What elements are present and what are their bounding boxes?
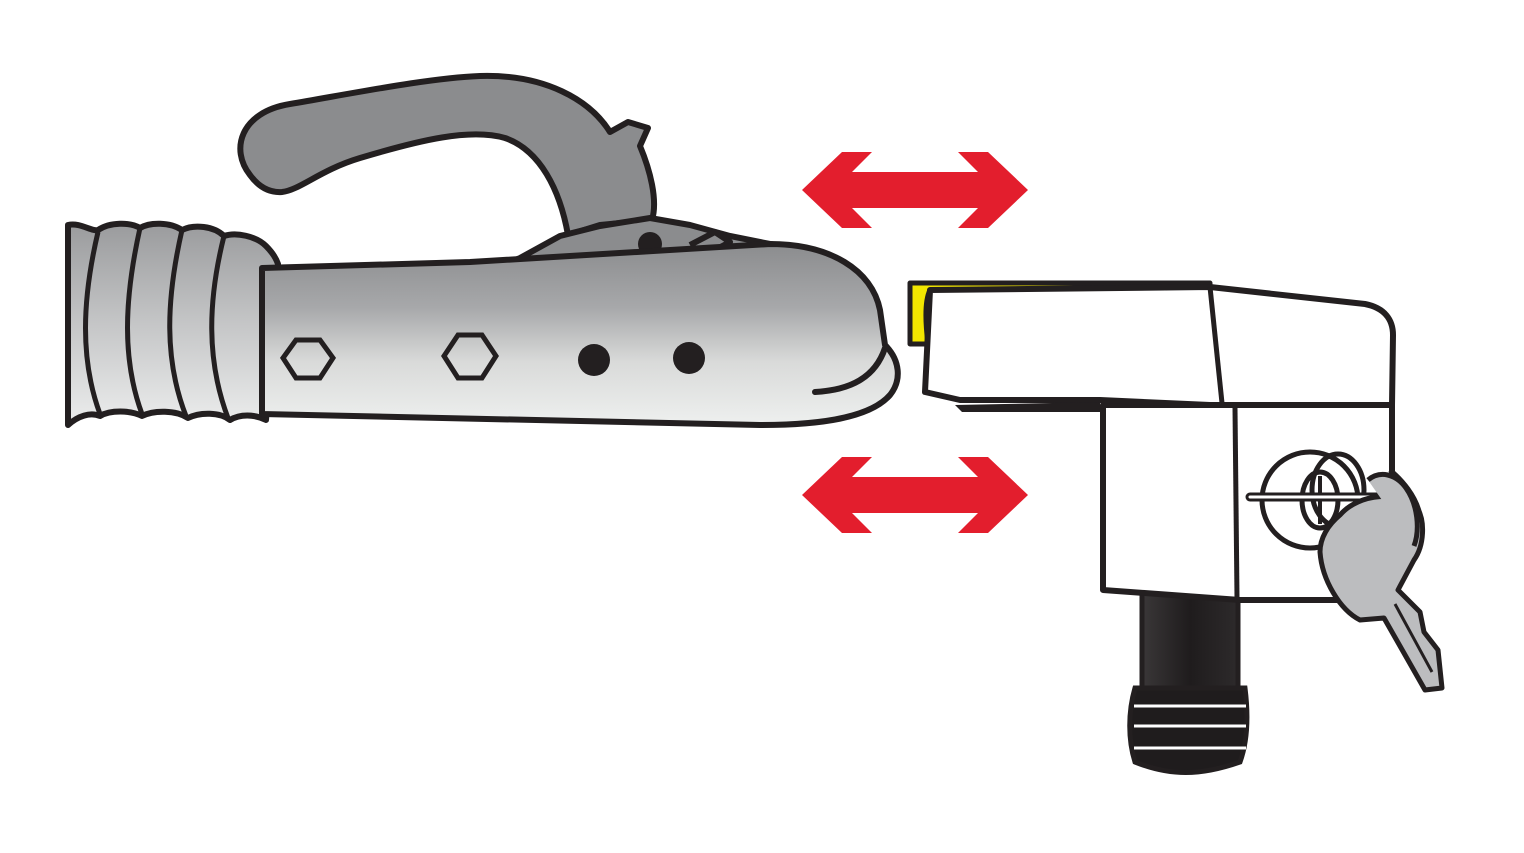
coupling-tube xyxy=(259,241,901,428)
bellows-fold xyxy=(83,231,103,415)
upper-double-arrow xyxy=(802,152,1028,228)
coupling-head xyxy=(65,72,901,428)
lock-pin xyxy=(1127,585,1250,775)
coupling-handle xyxy=(237,72,658,238)
hitch-lock xyxy=(907,280,1445,775)
hex-bolt xyxy=(441,332,499,381)
key xyxy=(1245,468,1445,693)
bellows-fold xyxy=(125,227,145,415)
hex-bolt xyxy=(279,337,337,381)
coupling-bellows xyxy=(65,220,281,428)
lower-double-arrow xyxy=(802,457,1028,533)
bellows-fold xyxy=(209,235,231,419)
round-bolt xyxy=(673,342,705,374)
lock-housing xyxy=(907,280,1396,412)
bellows-fold xyxy=(167,229,189,417)
coupling-nose-line xyxy=(812,345,888,395)
round-bolt xyxy=(578,344,610,376)
